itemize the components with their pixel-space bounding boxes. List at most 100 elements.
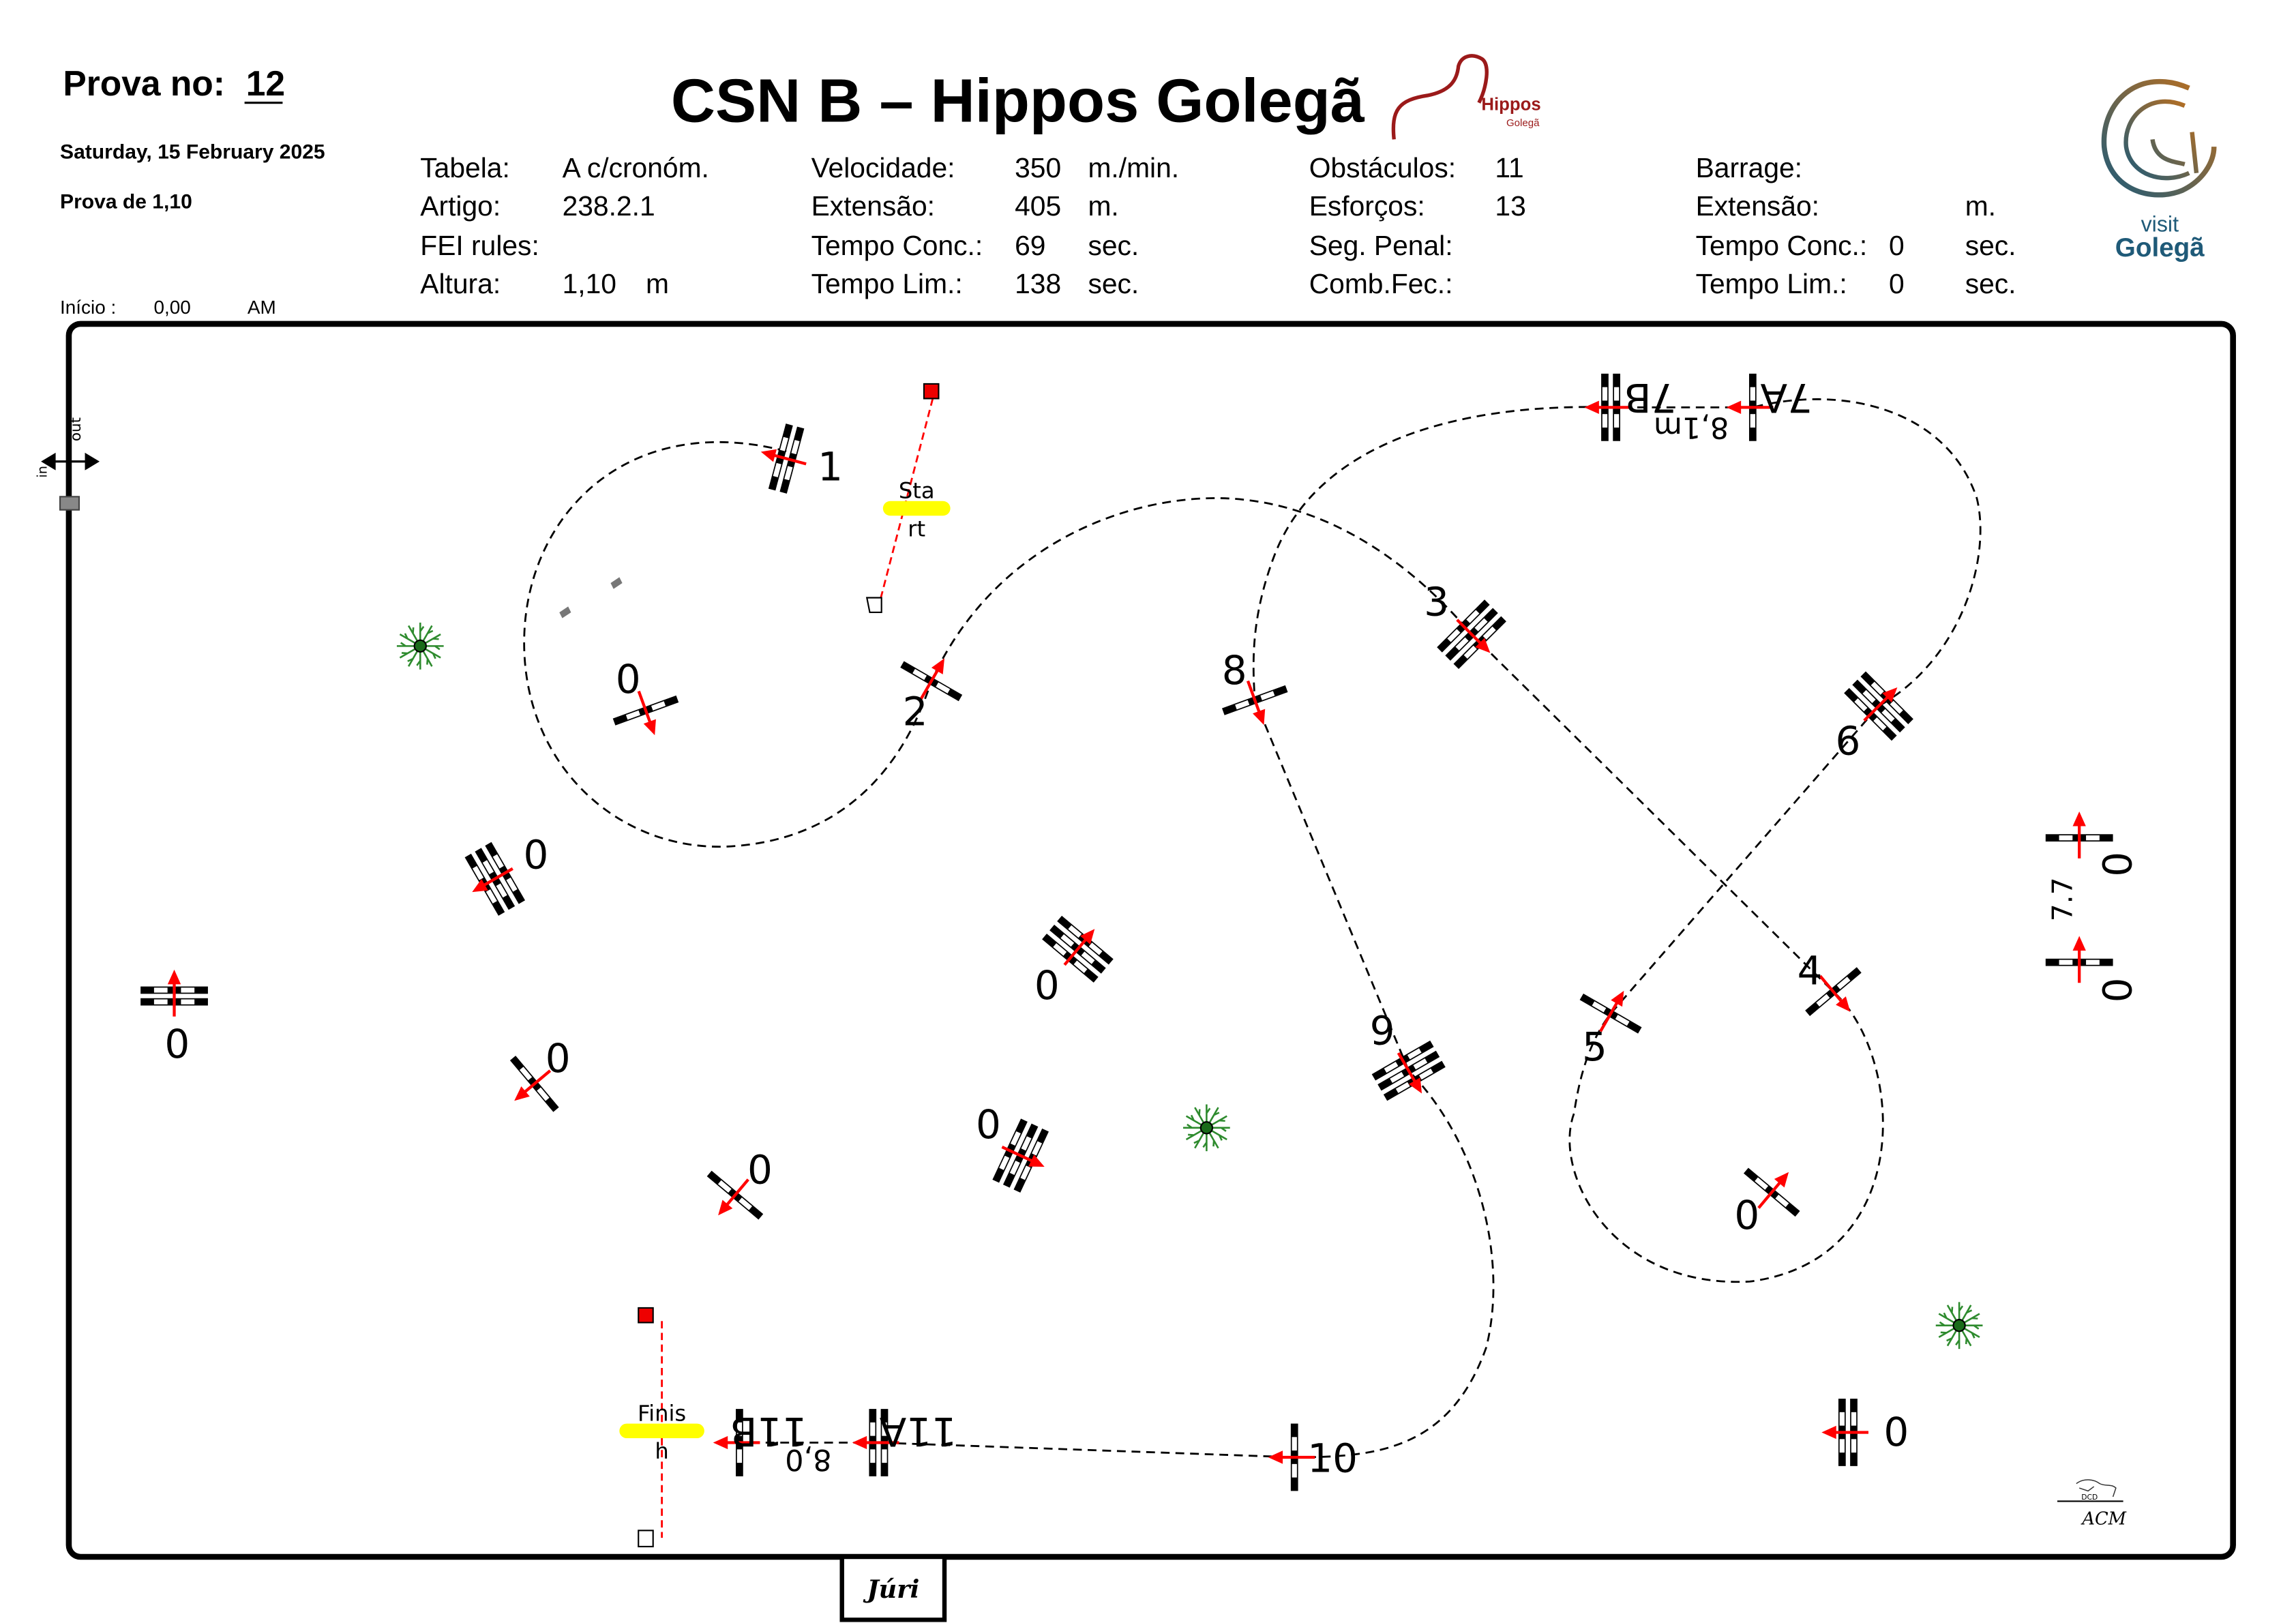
pole-stripe: [153, 987, 168, 993]
compass-out-label: out: [68, 417, 85, 441]
obstacle-label: 0: [2093, 978, 2140, 1003]
pole-stripe: [1615, 1015, 1630, 1026]
pole-stripe: [1873, 717, 1887, 731]
info-unit: m: [646, 268, 669, 299]
obstacle[interactable]: 11A: [852, 1408, 957, 1476]
fence-icon: [1805, 967, 1862, 1016]
pole-stripe: [717, 1180, 732, 1193]
pole-stripe: [1009, 1161, 1020, 1176]
info-label: Tempo Lim.:: [811, 268, 963, 299]
pole-stripe: [1455, 637, 1469, 651]
obstacle[interactable]: 0: [976, 1101, 1059, 1197]
pole-stripe: [1851, 1412, 1857, 1426]
obstacle[interactable]: 6: [1835, 664, 1921, 764]
pole-stripe: [1292, 1437, 1297, 1451]
direction-arrow-icon: [931, 658, 945, 674]
direction-arrow-icon: [1028, 1155, 1045, 1167]
info-label: Comb.Fec.:: [1309, 268, 1453, 299]
acm-text: ACM: [2081, 1509, 2126, 1530]
obstacle[interactable]: 0: [140, 969, 208, 1067]
obstacle[interactable]: 7A: [1726, 373, 1813, 441]
tree-icon: [1183, 1104, 1230, 1152]
pole-stripe: [1839, 1439, 1845, 1453]
pole-stripe: [1407, 1048, 1422, 1060]
obstacle-label: 9: [1370, 1007, 1395, 1054]
obstacle[interactable]: 0: [456, 832, 549, 921]
obstacle[interactable]: 0: [607, 656, 686, 747]
finish-label-2: h: [655, 1438, 668, 1464]
obstacle-label: 2: [903, 688, 928, 734]
direction-arrow-icon: [472, 878, 488, 893]
obstacle[interactable]: 0: [692, 1146, 774, 1237]
direction-arrow-icon: [2072, 936, 2086, 951]
fence-icon: [2045, 936, 2113, 983]
pole-stripe: [1419, 1068, 1433, 1080]
obstacle-label: 0: [2093, 852, 2140, 877]
pole-stripe: [1474, 618, 1488, 631]
pole-stripe: [1413, 1058, 1428, 1070]
info-value: 69: [1015, 230, 1045, 261]
obstacle[interactable]: 4: [1794, 947, 1876, 1033]
pole-stripe: [773, 462, 781, 477]
direction-arrow-line: [1599, 1000, 1620, 1032]
obstacle[interactable]: 0: [1034, 907, 1120, 1009]
prova-de: Prova de 1,10: [60, 190, 192, 213]
info-value: 11: [1495, 152, 1523, 183]
pole-stripe: [1260, 691, 1275, 700]
obstacle[interactable]: 11B: [713, 1408, 807, 1476]
obstacle-label: 0: [1883, 1409, 1909, 1455]
obstacle[interactable]: 9: [1369, 1007, 1451, 1110]
pole-stripe: [1881, 709, 1895, 722]
obstacle[interactable]: 0: [1733, 1150, 1815, 1238]
info-label: Tempo Conc.:: [1696, 230, 1868, 261]
info-value: 0: [1889, 230, 1905, 261]
start-flag-white-icon: [865, 597, 882, 614]
compass-base: [59, 496, 80, 511]
obstacle[interactable]: 10: [1268, 1423, 1358, 1491]
header: Prova no: 12 CSN B – Hippos Golegã Satur…: [60, 63, 1365, 318]
distance-11-label: 8,0: [785, 1442, 831, 1476]
direction-arrow-icon: [1584, 400, 1599, 415]
obstacle-label: 0: [976, 1101, 1001, 1148]
obstacle[interactable]: 5: [1571, 974, 1653, 1070]
pole-stripe: [1235, 700, 1250, 710]
obstacle[interactable]: 0: [2045, 812, 2140, 877]
obstacle-label: 11A: [879, 1408, 957, 1455]
direction-arrow-line: [481, 867, 513, 888]
pole-stripe: [1384, 1061, 1399, 1073]
info-unit: m./min.: [1088, 152, 1179, 183]
direction-arrow-icon: [1253, 709, 1266, 726]
info-label: Artigo:: [420, 190, 501, 222]
obstacle[interactable]: 1: [752, 419, 843, 496]
direction-arrow-icon: [1726, 400, 1742, 415]
start-marker: [882, 501, 951, 516]
pole-stripe: [1390, 1071, 1404, 1084]
pole-stripe: [736, 1422, 743, 1436]
direction-arrow-icon: [167, 969, 181, 985]
pole-stripe: [1068, 925, 1082, 938]
direction-arrow-icon: [1774, 1172, 1789, 1188]
pole-stripe: [882, 1422, 887, 1436]
obstacle[interactable]: 7B: [1584, 373, 1676, 441]
pole-stripe: [482, 860, 494, 875]
direction-arrow-line: [637, 690, 653, 725]
obstacle[interactable]: 0: [492, 1035, 571, 1127]
pole-stripe: [1073, 960, 1088, 973]
obstacle[interactable]: 3: [1424, 578, 1514, 676]
obstacle-label: 0: [616, 656, 641, 702]
pole-stripe: [519, 1067, 533, 1081]
direction-arrow-line: [1397, 1052, 1418, 1084]
info-unit: m.: [1965, 190, 1996, 222]
fence-icon: [713, 1409, 760, 1476]
obstacle-label: 0: [1734, 1192, 1759, 1238]
pole-stripe: [492, 854, 504, 869]
decoration-icon: [559, 577, 623, 619]
obstacle[interactable]: 0: [2045, 936, 2140, 1003]
trees: [396, 622, 1983, 1350]
obstacle[interactable]: 8: [1217, 647, 1296, 736]
obstacle[interactable]: 0: [1821, 1399, 1909, 1466]
obstacle[interactable]: 2: [892, 642, 974, 735]
tree-icon: [1935, 1302, 1983, 1350]
